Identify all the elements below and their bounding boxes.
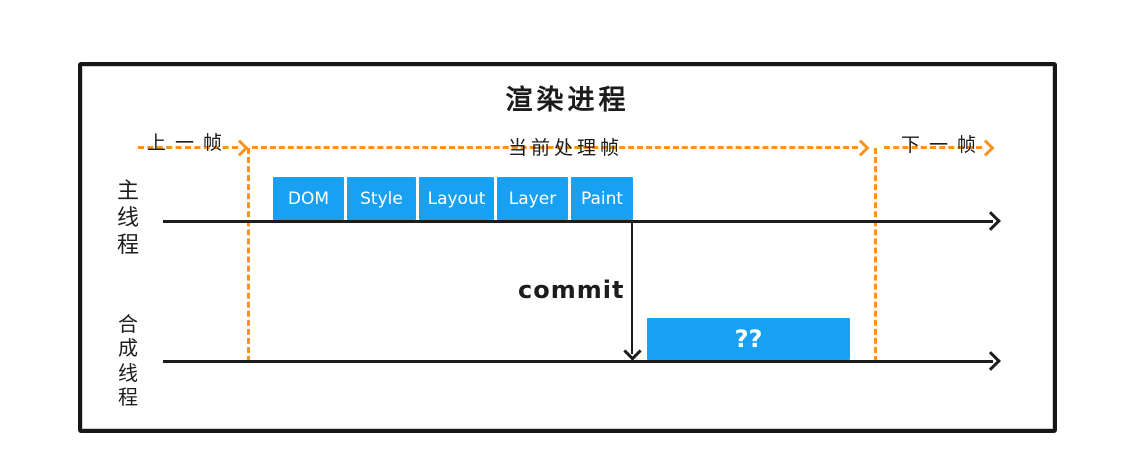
commit-arrow-line	[631, 223, 633, 354]
frame-boundary-right-dashed-line	[874, 148, 877, 362]
diagram-title: 渲染进程	[505, 85, 630, 116]
current-frame-label: 当前处理帧	[508, 137, 624, 159]
stage-dom: DOM	[273, 177, 344, 220]
stage-paint: Paint	[571, 177, 633, 220]
compositor-thread-timeline	[163, 360, 993, 363]
stage-style: Style	[347, 177, 416, 220]
compositor-thread-label: 合成线程	[118, 312, 138, 410]
diagram-border	[78, 62, 1057, 433]
main-thread-timeline	[163, 220, 993, 223]
main-thread-stages: DOM Style Layout Layer Paint	[273, 177, 633, 220]
next-frame-dashed-line	[884, 146, 982, 149]
main-thread-label: 主线程	[116, 179, 139, 258]
current-frame-dashed-line	[252, 146, 858, 149]
stage-layer: Layer	[497, 177, 568, 220]
frame-boundary-left-dashed-line	[247, 148, 250, 362]
compositor-task-box: ??	[647, 318, 850, 360]
previous-frame-dashed-line	[138, 146, 238, 149]
next-frame-label: 下一帧	[901, 134, 986, 156]
stage-layout: Layout	[419, 177, 494, 220]
commit-label: commit	[518, 276, 625, 304]
previous-frame-label: 上一帧	[147, 132, 232, 154]
